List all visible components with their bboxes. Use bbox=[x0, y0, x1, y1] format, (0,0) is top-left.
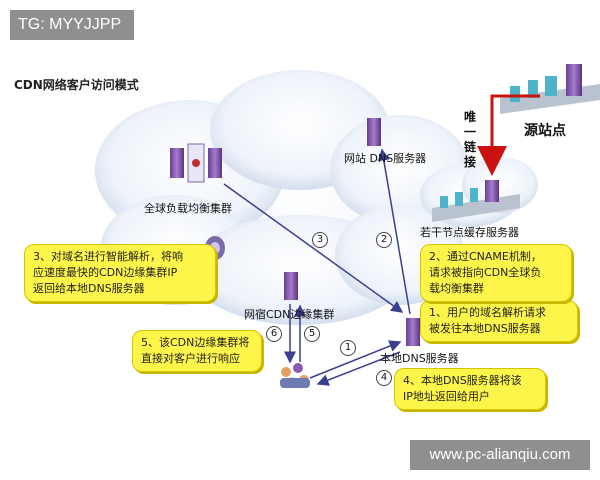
global-lb-cluster-icon bbox=[170, 143, 222, 183]
callout-step-4: 4、本地DNS服务器将该 IP地址返回给用户 bbox=[394, 368, 546, 410]
cache-servers-label: 若干节点缓存服务器 bbox=[420, 226, 519, 239]
callout-step-1: 1、用户的域名解析请求 被发往本地DNS服务器 bbox=[420, 300, 578, 342]
edge-cluster-label: 网宿CDN边缘集群 bbox=[244, 308, 335, 321]
local-dns-label: 本地DNS服务器 bbox=[380, 352, 459, 365]
callout-step-5: 5、该CDN边缘集群将 直接对客户进行响应 bbox=[132, 330, 262, 372]
flow-arrows bbox=[223, 148, 411, 386]
local-dns-server-icon bbox=[406, 318, 420, 346]
global-lb-label: 全球负载均衡集群 bbox=[144, 202, 232, 215]
callout-5-line-1: 5、该CDN边缘集群将 bbox=[141, 336, 250, 349]
step-marker-4: 4 bbox=[376, 370, 392, 386]
origin-servers-graphic bbox=[500, 64, 600, 114]
step-marker-6: 6 bbox=[266, 326, 282, 342]
callout-1-line-2: 被发往本地DNS服务器 bbox=[429, 322, 541, 335]
callout-2-line-2: 请求被指向CDN全球负 bbox=[429, 266, 542, 279]
callout-step-3: 3、对域名进行智能解析，将响 应速度最快的CDN边缘集群IP 返回给本地DNS服… bbox=[24, 244, 216, 302]
origin-site-label: 源站点 bbox=[524, 123, 566, 139]
callout-2-line-3: 载均衡集群 bbox=[429, 282, 484, 295]
cache-servers-graphic bbox=[432, 180, 520, 222]
step-marker-3: 3 bbox=[312, 232, 328, 248]
callout-1-line-1: 1、用户的域名解析请求 bbox=[429, 306, 546, 319]
unique-link-arrow bbox=[477, 94, 540, 176]
step-marker-5: 5 bbox=[304, 326, 320, 342]
step-marker-2: 2 bbox=[376, 232, 392, 248]
watermark-badge: TG: MYYJJPP bbox=[10, 10, 134, 40]
callout-3-line-2: 应速度最快的CDN边缘集群IP bbox=[33, 266, 178, 279]
diagram-title: CDN网络客户访问模式 bbox=[14, 78, 139, 92]
callout-2-line-1: 2、通过CNAME机制， bbox=[429, 250, 542, 263]
step-marker-1: 1 bbox=[340, 340, 356, 356]
site-dns-label: 网站 DNS服务器 bbox=[344, 152, 427, 165]
users-icon bbox=[280, 363, 310, 388]
edge-cluster-server-icon bbox=[284, 272, 298, 300]
unique-link-label: 唯一链接 bbox=[464, 110, 477, 169]
callout-step-2: 2、通过CNAME机制， 请求被指向CDN全球负 载均衡集群 bbox=[420, 244, 572, 302]
callout-5-line-2: 直接对客户进行响应 bbox=[141, 352, 240, 365]
callout-3-line-3: 返回给本地DNS服务器 bbox=[33, 282, 145, 295]
site-url-badge: www.pc-alianqiu.com bbox=[410, 440, 590, 470]
callout-4-line-1: 4、本地DNS服务器将该 bbox=[403, 374, 522, 387]
callout-3-line-1: 3、对域名进行智能解析，将响 bbox=[33, 250, 183, 263]
callout-4-line-2: IP地址返回给用户 bbox=[403, 390, 490, 403]
site-dns-server-icon bbox=[367, 118, 381, 146]
